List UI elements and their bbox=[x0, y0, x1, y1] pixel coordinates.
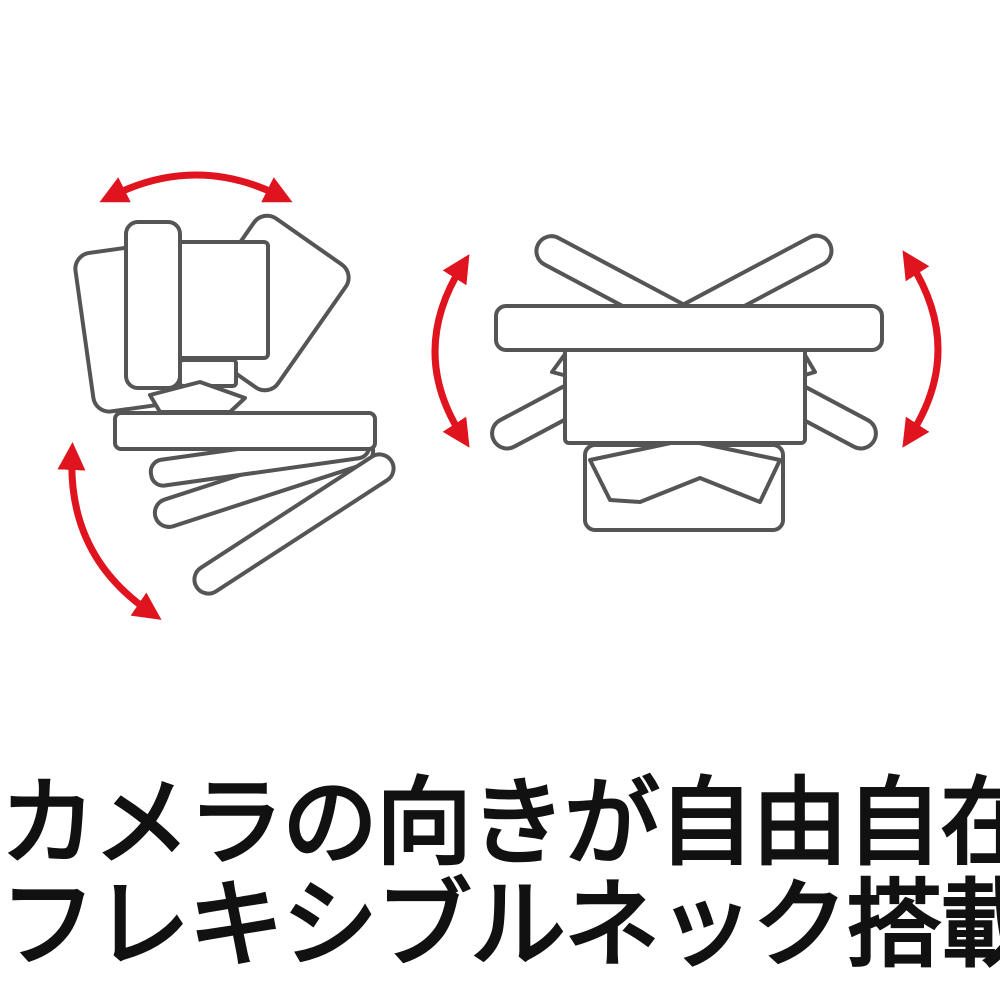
pan-right-arrow bbox=[902, 250, 942, 448]
product-illustration bbox=[57, 171, 942, 620]
tilt-top-arrow bbox=[99, 171, 293, 203]
webcam-tilt-icon bbox=[73, 213, 396, 596]
webcam-pan-icon bbox=[490, 233, 884, 532]
caption-line-2: フレキシブルネック搭載 bbox=[0, 869, 1000, 981]
tilt-bottom-arrow bbox=[57, 442, 162, 620]
caption-line-1: カメラの向きが自由自在 bbox=[0, 767, 1000, 879]
pan-left-arrow bbox=[431, 254, 470, 448]
double-arrow-icon bbox=[57, 171, 942, 620]
